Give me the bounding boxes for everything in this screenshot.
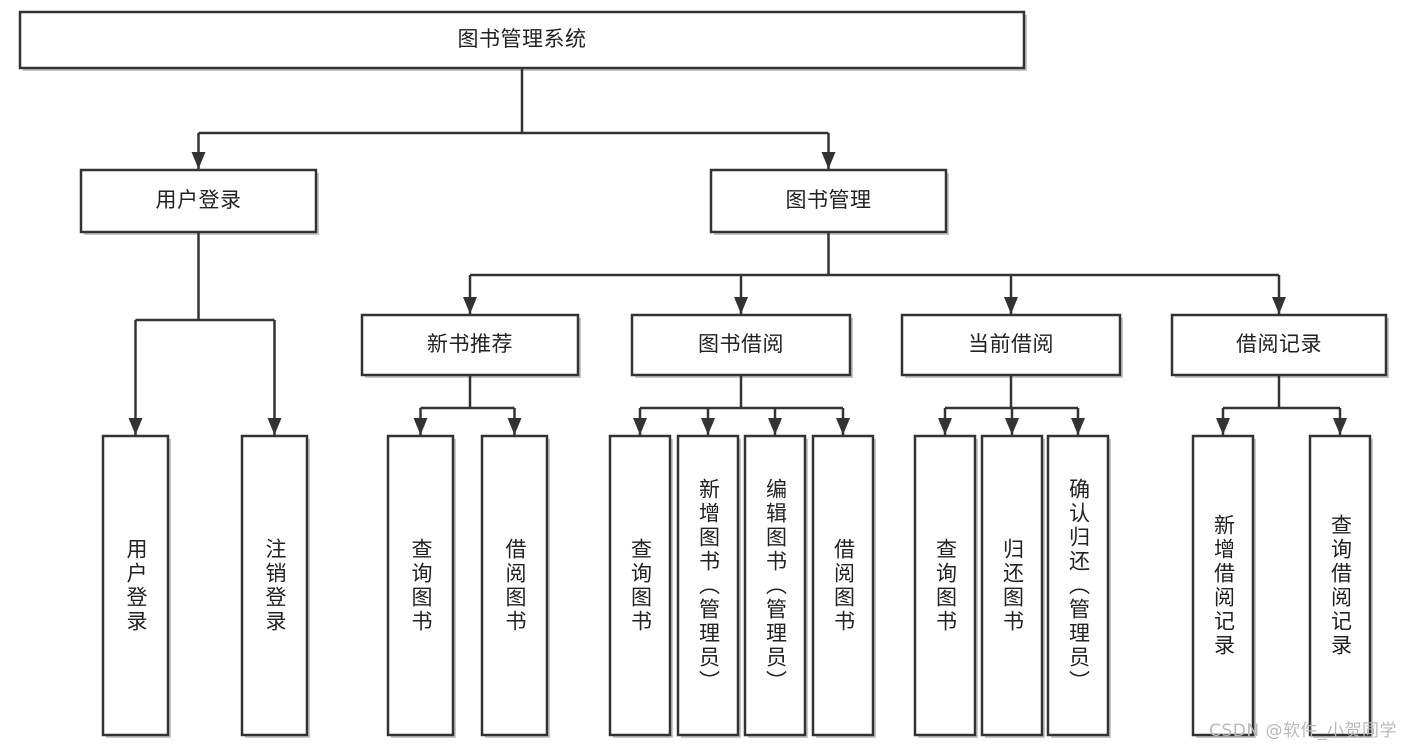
node-label-borrow-record: 借阅记录 — [1236, 332, 1322, 357]
arrow-head-icon — [701, 418, 715, 435]
node-box-borrow-record[interactable] — [1170, 313, 1388, 377]
node-box-new-book-recommend[interactable] — [360, 313, 580, 377]
arrow-head-icon — [1071, 418, 1085, 435]
node-box-user-login[interactable] — [79, 168, 318, 234]
node-label-leaf-query-book-cur: 查询图书 — [933, 537, 958, 634]
arrow-head-icon — [734, 297, 748, 314]
node-label-leaf-add-record: 新增借阅记录 — [1211, 513, 1236, 658]
node-label-user-login: 用户登录 — [155, 188, 242, 213]
node-box-book-manage[interactable] — [709, 168, 948, 234]
node-box-current-borrow[interactable] — [900, 313, 1122, 377]
arrow-head-icon — [821, 152, 836, 169]
node-box-leaf-borrow-book[interactable] — [811, 434, 875, 737]
node-box-leaf-add-record[interactable] — [1191, 434, 1255, 737]
arrow-head-icon — [128, 418, 143, 435]
node-box-leaf-query-book-borrow[interactable] — [608, 434, 672, 737]
arrow-head-icon — [1272, 297, 1286, 314]
node-label-leaf-return-book: 归还图书 — [1000, 537, 1025, 634]
arrow-head-icon — [191, 152, 206, 169]
node-label-current-borrow: 当前借阅 — [968, 332, 1054, 357]
node-label-leaf-borrow-book-rec: 借阅图书 — [503, 537, 528, 634]
node-box-leaf-borrow-book-rec[interactable] — [480, 434, 549, 737]
node-box-leaf-edit-book[interactable] — [743, 434, 807, 737]
node-box-leaf-query-record[interactable] — [1308, 434, 1372, 737]
arrow-head-icon — [1216, 418, 1230, 435]
box-layer — [18, 10, 1388, 737]
node-label-book-manage: 图书管理 — [785, 188, 872, 213]
node-label-leaf-add-book: 新增图书（管理员） — [696, 477, 721, 694]
arrow-head-icon — [413, 418, 428, 435]
node-label-leaf-borrow-book: 借阅图书 — [831, 537, 856, 634]
node-label-leaf-confirm-return: 确认归还（管理员） — [1066, 477, 1091, 694]
arrow-head-icon — [938, 418, 952, 435]
arrow-head-icon — [1333, 418, 1347, 435]
watermark-text: CSDN @软件_小贺同学 — [1209, 721, 1397, 741]
node-box-leaf-query-book-cur[interactable] — [913, 434, 977, 737]
arrow-head-icon — [1005, 418, 1019, 435]
node-box-leaf-query-book-rec[interactable] — [386, 434, 455, 737]
arrow-head-icon — [836, 418, 850, 435]
node-label-leaf-query-record: 查询借阅记录 — [1328, 513, 1353, 658]
node-label-new-book-recommend: 新书推荐 — [427, 332, 513, 357]
arrow-head-icon — [633, 418, 647, 435]
node-label-leaf-query-book-rec: 查询图书 — [409, 537, 434, 634]
node-label-leaf-user-login: 用户登录 — [124, 537, 149, 634]
arrow-head-icon — [507, 418, 522, 435]
node-label-root: 图书管理系统 — [457, 27, 587, 52]
node-box-book-borrow[interactable] — [630, 313, 852, 377]
node-box-root[interactable] — [18, 10, 1026, 70]
node-box-leaf-confirm-return[interactable] — [1046, 434, 1110, 737]
node-label-leaf-query-book-borrow: 查询图书 — [628, 537, 653, 634]
node-box-leaf-user-logout[interactable] — [240, 434, 309, 737]
node-box-leaf-add-book[interactable] — [676, 434, 740, 737]
arrow-head-icon — [267, 418, 282, 435]
arrow-head-icon — [463, 297, 477, 314]
node-box-leaf-user-login[interactable] — [101, 434, 170, 737]
arrow-head-icon — [1004, 297, 1018, 314]
connector-layer — [128, 68, 1347, 435]
node-label-leaf-edit-book: 编辑图书（管理员） — [763, 477, 788, 694]
node-box-leaf-return-book[interactable] — [980, 434, 1044, 737]
node-label-leaf-user-logout: 注销登录 — [263, 537, 288, 634]
node-label-book-borrow: 图书借阅 — [698, 332, 784, 357]
arrow-head-icon — [768, 418, 782, 435]
